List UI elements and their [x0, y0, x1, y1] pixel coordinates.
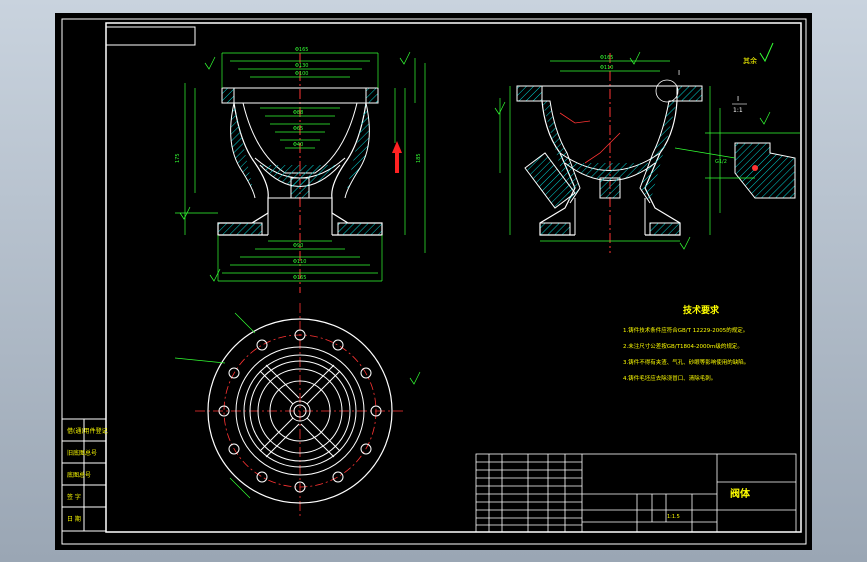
- side-label-3: 底图总号: [67, 471, 91, 479]
- detail-callout: I: [678, 69, 680, 77]
- svg-text:Φ110: Φ110: [600, 65, 613, 71]
- svg-text:Φ165: Φ165: [293, 275, 306, 281]
- detail-view: I 1:1: [674, 95, 800, 199]
- inner-frame: [105, 22, 802, 533]
- svg-text:G1/2: G1/2: [715, 159, 727, 165]
- svg-text:Φ100: Φ100: [295, 71, 308, 77]
- tech-req-title: 技术要求: [683, 304, 720, 316]
- cad-drawing-canvas: 借(通)用件登记 旧底图总号 底图总号 签 字 日 期: [61, 18, 807, 545]
- roughness-note: 其余: [743, 56, 757, 65]
- side-label-4: 签 字: [67, 493, 81, 501]
- svg-text:Φ165: Φ165: [295, 47, 308, 53]
- svg-text:Φ88: Φ88: [293, 110, 303, 116]
- title-block: [475, 453, 797, 533]
- tech-req-item-2: 2.未注尺寸公差按GB/T1804-2000m级的规定。: [623, 342, 743, 350]
- scale-value: 1:1.5: [667, 514, 680, 520]
- side-label-5: 日 期: [67, 515, 81, 523]
- part-name: 阀体: [730, 487, 751, 500]
- svg-text:Φ90: Φ90: [293, 243, 303, 249]
- svg-text:I: I: [737, 95, 739, 103]
- tech-req-item-4: 4.铸件毛坯应去除浇冒口、清除毛刺。: [623, 374, 716, 382]
- side-section-view: I Φ165 Φ110 G1/2: [494, 51, 727, 253]
- svg-text:Φ65: Φ65: [293, 126, 303, 132]
- outer-frame: [61, 18, 807, 545]
- svg-text:Φ165: Φ165: [600, 55, 613, 61]
- tech-req-item-1: 1.铸件技术条件应符合GB/T 12229-2005的规定。: [623, 326, 748, 334]
- side-label-2: 旧底图总号: [67, 449, 97, 457]
- top-view: [174, 303, 421, 518]
- side-table: [61, 418, 107, 532]
- svg-text:185: 185: [416, 153, 422, 163]
- side-label-1: 借(通)用件登记: [67, 427, 108, 435]
- svg-text:Φ110: Φ110: [293, 259, 306, 265]
- svg-text:Φ130: Φ130: [295, 63, 308, 69]
- roughness-symbol: [759, 42, 774, 63]
- svg-text:1:1: 1:1: [733, 107, 743, 114]
- tech-req-item-3: 3.铸件不得有夹渣、气孔、砂眼等影响使用的缺陷。: [623, 358, 749, 366]
- front-section-view: Φ165 Φ130 Φ100 Φ88 Φ65 Φ40 Φ90 Φ110 Φ165…: [175, 47, 426, 293]
- code-box: [105, 26, 196, 46]
- drawing-sheet: 借(通)用件登记 旧底图总号 底图总号 签 字 日 期: [55, 13, 812, 550]
- svg-text:175: 175: [175, 153, 181, 163]
- svg-text:Φ40: Φ40: [293, 142, 303, 148]
